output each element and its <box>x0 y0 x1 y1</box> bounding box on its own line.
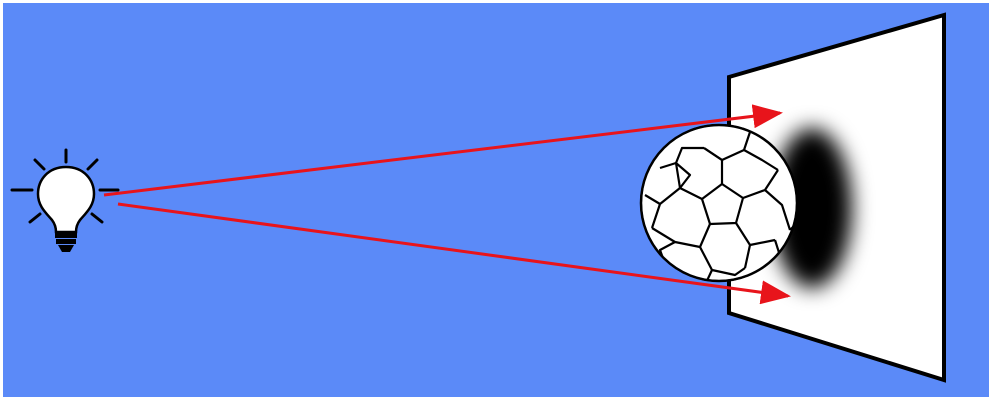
shadow-diagram <box>0 0 992 401</box>
diagram-canvas <box>0 0 992 401</box>
